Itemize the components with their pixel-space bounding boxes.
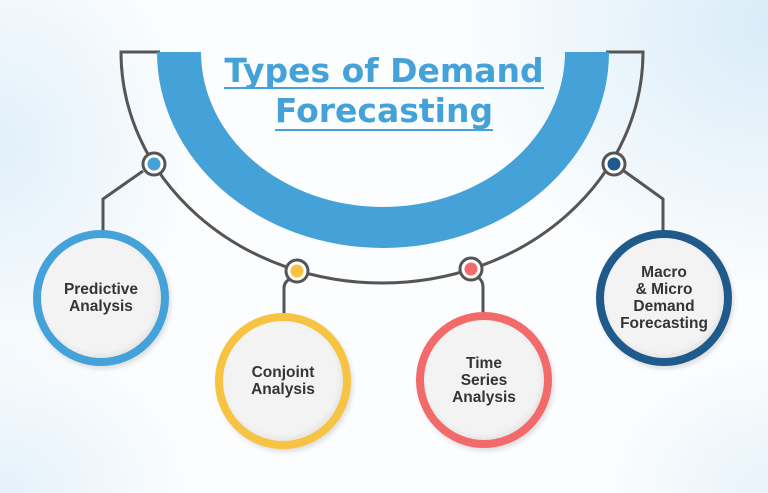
title-arc-band (157, 52, 609, 248)
node-label-line: Analysis (69, 298, 133, 315)
title-text-1: Types of Demand (224, 51, 544, 90)
connector-time-series (477, 275, 485, 314)
node-macro-micro-demand-forecasting: Macro & Micro Demand Forecasting (596, 230, 732, 366)
node-label-line: Series (460, 371, 508, 389)
node-label-line: Time (466, 354, 502, 372)
node-label-line: Demand (633, 298, 695, 315)
connector-conjoint (282, 277, 291, 315)
connector-predictive (101, 169, 144, 232)
dot-predictive-icon (141, 151, 167, 177)
dot-time-series-icon (458, 256, 484, 282)
title-line-2: Forecasting (0, 94, 768, 131)
dot-macro-micro-icon (601, 151, 627, 177)
title-line-1: Types of Demand (0, 51, 768, 90)
node-label-line: Macro (641, 264, 687, 281)
node-time-series-analysis: Time Series Analysis (416, 312, 552, 448)
node-label-line: Analysis (251, 381, 315, 398)
node-label-line: Forecasting (620, 315, 708, 332)
connector-macro-micro (623, 169, 665, 232)
node-label-line: Predictive (63, 281, 139, 298)
node-conjoint-analysis: Conjoint Analysis (215, 313, 351, 449)
node-label-line: & Micro (635, 281, 693, 298)
title-text-2: Forecasting (274, 91, 494, 131)
node-label-line: Conjoint (251, 364, 315, 381)
node-label-line: Analysis (452, 388, 516, 406)
dot-conjoint-icon (284, 258, 310, 284)
node-predictive-analysis: Predictive Analysis (33, 230, 169, 366)
